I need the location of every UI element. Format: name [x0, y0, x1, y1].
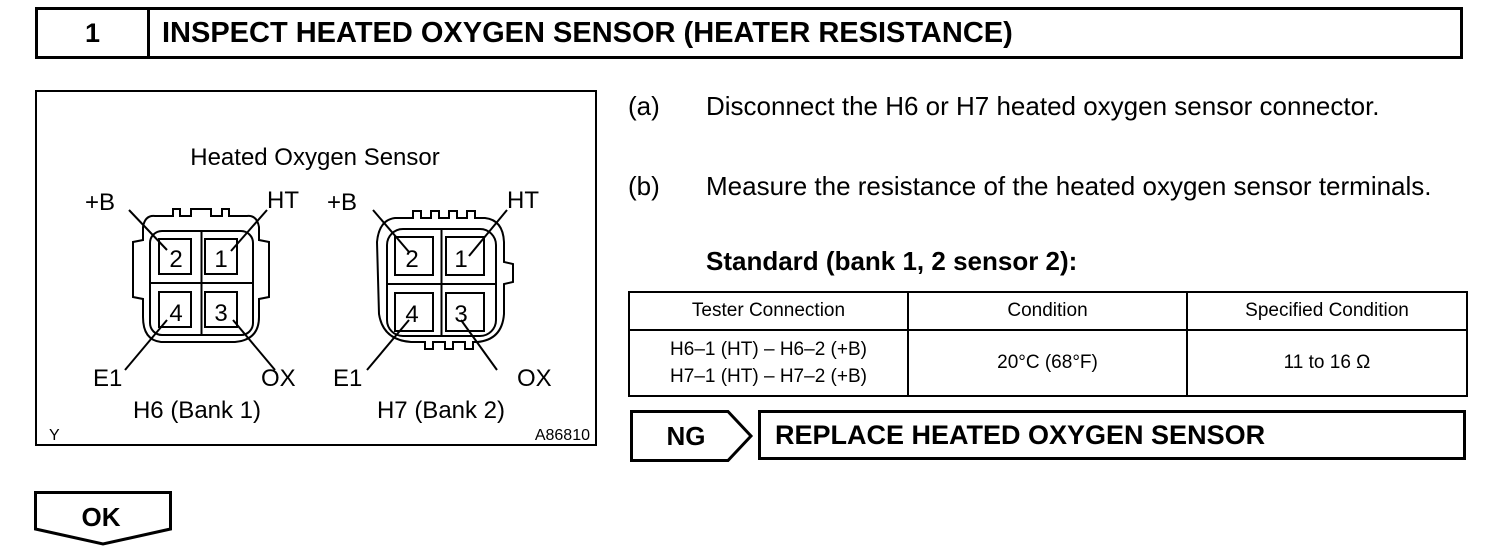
h7-leader-ox	[460, 319, 498, 371]
cell-tester-connection: H6–1 (HT) – H6–2 (+B) H7–1 (HT) – H7–2 (…	[628, 329, 909, 397]
h6-label-e1: E1	[93, 365, 122, 392]
ng-action-box: REPLACE HEATED OXYGEN SENSOR	[758, 410, 1466, 460]
h6-label-ox: OX	[261, 365, 296, 392]
h6-leader-ox	[232, 319, 276, 371]
h6-label-b: +B	[85, 189, 115, 216]
ng-action-text: REPLACE HEATED OXYGEN SENSOR	[775, 419, 1266, 450]
h7-label-ht: HT	[507, 187, 539, 214]
h7-pin-1: 1	[454, 246, 467, 273]
h6-caption: H6 (Bank 1)	[133, 397, 261, 424]
figure-title: Heated Oxygen Sensor	[190, 144, 439, 171]
instruction-b-label: (b)	[628, 171, 660, 201]
h6-label-ht: HT	[267, 187, 299, 214]
connection-h6: H6–1 (HT) – H6–2 (+B)	[670, 339, 867, 360]
h7-pin-3: 3	[454, 301, 467, 328]
h7-label-ox: OX	[517, 365, 552, 392]
h7-label-e1: E1	[333, 365, 362, 392]
h6-pin-4-box	[158, 291, 192, 328]
h7-pin-3-box	[445, 292, 485, 332]
h6-leader-b	[128, 209, 168, 251]
step-number: 1	[38, 10, 150, 56]
figure-id: A86810	[535, 427, 590, 444]
h6-pin-3: 3	[214, 300, 227, 327]
ok-tag: OK	[34, 491, 174, 552]
instruction-a-text: Disconnect the H6 or H7 heated oxygen se…	[706, 91, 1380, 121]
h7-connector-outline	[375, 210, 514, 350]
ok-label: OK	[82, 502, 121, 532]
h6-leader-ht	[230, 209, 268, 252]
h7-label-b: +B	[327, 189, 357, 216]
h6-pin-2: 2	[169, 246, 182, 273]
h6-pin-1-box	[204, 238, 238, 275]
step-title: INSPECT HEATED OXYGEN SENSOR (HEATER RES…	[162, 16, 1013, 49]
connector-figure: Heated Oxygen Sensor 2 1 4 3 +B HT E1 OX…	[35, 90, 597, 446]
cell-specified-condition: 11 to 16 Ω	[1186, 329, 1468, 397]
ng-label: NG	[667, 421, 706, 451]
table-row: H6–1 (HT) – H6–2 (+B) H7–1 (HT) – H7–2 (…	[628, 329, 1468, 397]
h7-leader-b	[372, 209, 410, 253]
h7-caption: H7 (Bank 2)	[377, 397, 505, 424]
connection-h7: H7–1 (HT) – H7–2 (+B)	[670, 366, 867, 387]
ng-arrow-shape: NG	[630, 410, 754, 462]
h6-connector-outline	[132, 208, 270, 343]
spec-table: Tester Connection Condition Specified Co…	[628, 291, 1468, 397]
h6-pin-4: 4	[169, 300, 182, 327]
ok-arrow-shape: OK	[34, 491, 172, 546]
h6-pin-3-box	[204, 291, 238, 328]
connector-diagram: Heated Oxygen Sensor 2 1 4 3 +B HT E1 OX…	[49, 144, 590, 444]
instruction-b-text: Measure the resistance of the heated oxy…	[706, 171, 1432, 201]
figure-corner-code: Y	[49, 427, 60, 444]
header-specified-condition: Specified Condition	[1186, 291, 1468, 331]
h6-leader-e1	[124, 319, 168, 371]
h7-leader-ht	[468, 209, 508, 257]
step-header: 1 INSPECT HEATED OXYGEN SENSOR (HEATER R…	[35, 7, 1463, 59]
h6-pin-2-box	[158, 238, 192, 275]
h6-connector	[124, 208, 276, 371]
spec-table-header: Tester Connection Condition Specified Co…	[628, 291, 1468, 331]
h7-pin-1-box	[445, 236, 485, 276]
h7-pin-2: 2	[405, 246, 418, 273]
h7-pin-4: 4	[405, 301, 418, 328]
header-condition: Condition	[907, 291, 1188, 331]
h7-pin-2-box	[394, 236, 434, 276]
h7-pin-4-box	[394, 292, 434, 332]
cell-condition: 20°C (68°F)	[907, 329, 1188, 397]
instruction-a-label: (a)	[628, 91, 660, 121]
ng-tag: NG	[630, 410, 754, 467]
standard-title: Standard (bank 1, 2 sensor 2):	[706, 246, 1078, 276]
header-tester-connection: Tester Connection	[628, 291, 909, 331]
h7-connector	[366, 209, 514, 371]
h6-pin-1: 1	[214, 246, 227, 273]
h7-leader-e1	[366, 319, 410, 371]
